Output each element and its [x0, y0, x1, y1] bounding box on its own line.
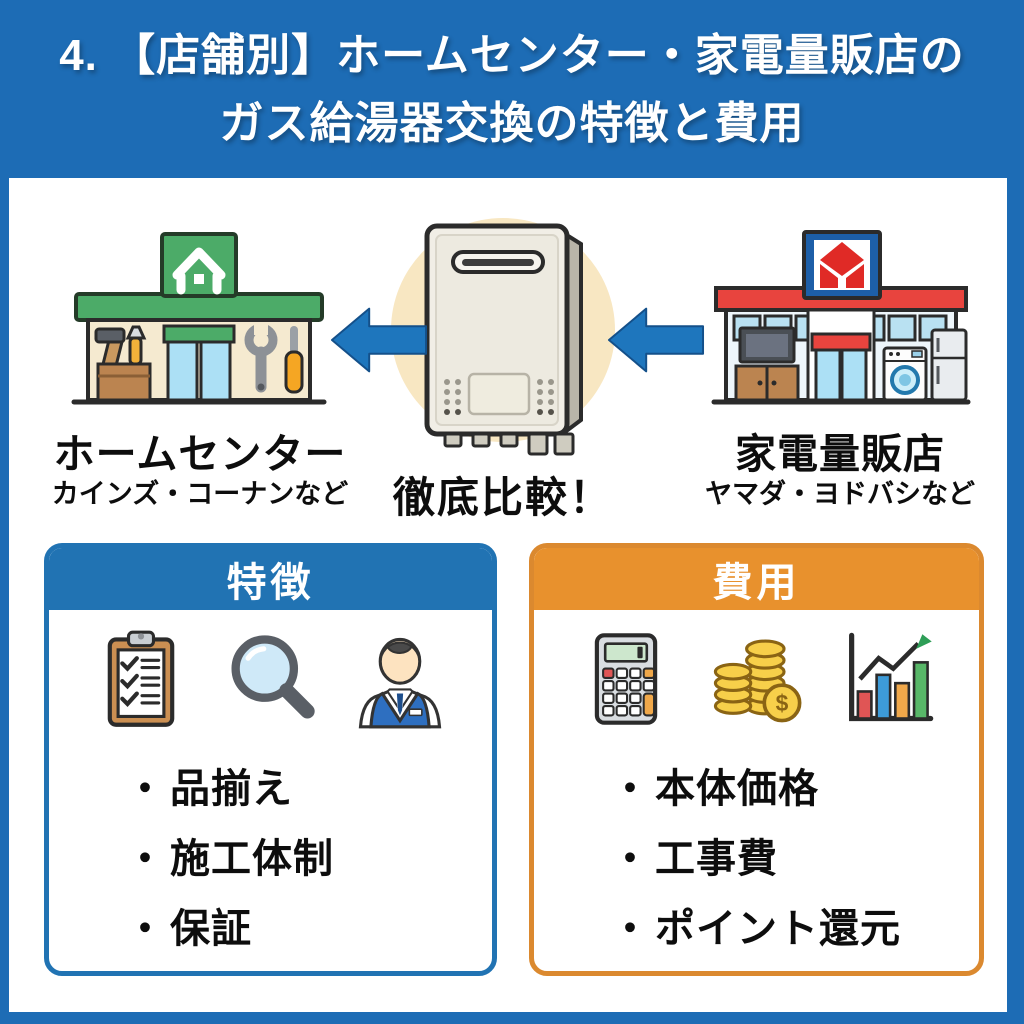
home-center-examples: カインズ・コーナンなど: [51, 479, 349, 509]
features-item: ・ 品揃え: [125, 754, 492, 824]
bullet: ・: [610, 907, 651, 951]
costs-panel-title: 費用: [712, 561, 801, 605]
costs-panel: 費用: [529, 543, 984, 976]
electronics-store-icon: [711, 230, 971, 405]
costs-item-label: 工事費: [655, 837, 778, 881]
svg-text:$: $: [775, 690, 788, 716]
gas-water-heater-icon: [391, 218, 615, 456]
bullet: ・: [125, 767, 166, 811]
calculator-icon: [595, 633, 658, 725]
costs-item-label: ポイント還元: [655, 907, 901, 951]
bullet: ・: [610, 767, 651, 811]
bar-chart-icon: [848, 632, 934, 722]
home-center-label: ホームセンター: [53, 431, 347, 477]
costs-item: ・ ポイント還元: [610, 894, 979, 964]
arrow-left-to-heater-icon: [607, 307, 705, 373]
checklist-icon: [107, 630, 175, 727]
features-item-label: 保証: [170, 907, 252, 951]
compare-caption: 徹底比較！: [392, 474, 613, 521]
home-center-store-icon: [71, 232, 327, 405]
features-panel: 特徴: [44, 543, 497, 976]
staff-icon: [359, 637, 442, 729]
features-item-list: ・ 品揃え ・ 施工体制 ・ 保証: [49, 734, 492, 964]
features-icon-row: [49, 610, 492, 734]
page-title: 4. 【店舗別】ホームセンター・家電量販店の ガス給湯器交換の特徴と費用: [0, 22, 1024, 158]
arrow-left-to-home-center-icon: [330, 307, 428, 373]
features-item-label: 施工体制: [170, 837, 334, 881]
costs-item: ・ 本体価格: [610, 754, 979, 824]
costs-item: ・ 工事費: [610, 824, 979, 894]
magnifier-icon: [230, 635, 315, 719]
electronics-store-label: 家電量販店: [735, 431, 945, 477]
bullet: ・: [125, 907, 166, 951]
costs-item-label: 本体価格: [655, 767, 819, 811]
costs-item-list: ・ 本体価格 ・ 工事費 ・ ポイント還元: [534, 734, 979, 964]
page-title-line1: 4. 【店舗別】ホームセンター・家電量販店の: [59, 31, 965, 80]
costs-panel-header: 費用: [534, 548, 979, 610]
electronics-store-examples: ヤマダ・ヨドバシなど: [705, 479, 975, 509]
features-item: ・ 施工体制: [125, 824, 492, 894]
features-panel-title: 特徴: [226, 561, 315, 605]
features-item: ・ 保証: [125, 894, 492, 964]
features-item-label: 品揃え: [170, 767, 293, 811]
features-panel-header: 特徴: [49, 548, 492, 610]
coins-icon: $: [713, 639, 801, 723]
costs-icon-row: $: [534, 610, 979, 734]
page-title-line2: ガス給湯器交換の特徴と費用: [219, 99, 805, 148]
bullet: ・: [125, 837, 166, 881]
bullet: ・: [610, 837, 651, 881]
